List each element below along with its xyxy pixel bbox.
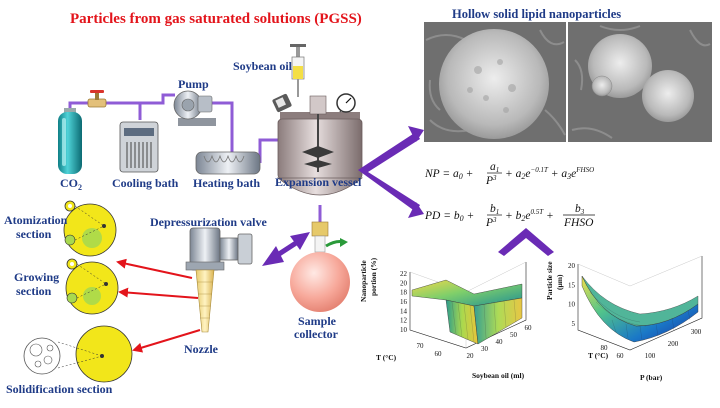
purple-v-arrow [498,228,554,256]
co2-cylinder [58,108,82,174]
plot-left-x-ticks: 20 30 40 50 60 [467,324,533,360]
sem-title: Hollow solid lipid nanoparticles [452,7,621,21]
svg-text:+ b2e0.5T +: + b2e0.5T + [505,208,554,223]
plot-left-ylabel-1: Nanoparticle [359,260,368,302]
pump [173,90,216,126]
plot-left-z-tick-2: 18 [400,289,408,297]
atomization-label-2: section [16,227,52,241]
equation-np: NP = a0 + a1 P3 + a2e−0.1T + a3eFHSO [424,161,594,187]
plot-left-z-tick-6: 10 [400,326,408,334]
depressurization-valve [185,227,253,271]
nozzle-label: Nozzle [184,342,219,356]
plot-right-t-ticks: 80 60 [601,344,625,360]
plot-left-z-tick-0: 22 [400,270,408,278]
pressure-gauge-icon [336,93,356,113]
plot-left-t-ticks: 70 60 [417,342,443,358]
plot-left-x-tick-4: 60 [525,324,533,332]
plot-left-t-tick-1: 60 [435,350,443,358]
plot-left-z-tick-4: 14 [400,307,408,315]
plot-left-z-tick-5: 12 [400,317,408,325]
growing-section [65,258,119,315]
plot-left-z-tick-3: 16 [400,298,408,306]
plot-right-x-tick-1: 200 [668,340,679,348]
plot-left-z-tick-1: 20 [400,279,408,287]
plot-right-z-tick-2: 10 [568,301,576,309]
svg-text:+ a2e−0.1T + a3eFHSO: + a2e−0.1T + a3eFHSO [505,166,594,181]
heating-bath-label: Heating bath [193,176,260,190]
inlet-valve [87,90,107,108]
atomization-label-1: Atomization [4,213,68,227]
equation-pd: PD = b0 + b1 P3 + b2e0.5T + b3 FHSO [424,203,595,229]
plot-left-t-tick-0: 70 [417,342,425,350]
svg-text:a1: a1 [490,161,499,174]
purple-chevron-arrow [358,126,424,218]
sem-image-right [568,22,712,142]
plot-left-tlabel: T (°C) [376,353,397,362]
plot-right-z-tick-0: 20 [568,262,576,270]
plot-left-x-tick-1: 30 [481,345,489,353]
svg-text:b3: b3 [575,203,585,216]
sample-collector-label-2: collector [294,327,339,341]
sample-collector-label-1: Sample [298,314,337,328]
cooling-bath [119,121,159,173]
svg-text:P3: P3 [485,216,497,229]
expansion-vessel-label: Expansion vessel [275,175,362,189]
plot-right-z-tick-3: 5 [572,320,576,328]
pump-label: Pump [178,77,209,91]
soybean-oil-label: Soybean oil [233,59,293,73]
plot-right-ylabel-2: (μm) [555,274,564,290]
svg-text:NP = a0 +: NP = a0 + [424,168,473,181]
red-arrows [116,258,201,353]
sample-collector [290,221,350,312]
plot-right-x-ticks: 100 200 300 [645,328,702,360]
plot-left-ylabel-2: portion (%) [369,257,378,296]
pipe-network [68,93,322,225]
plot-left-x-tick-2: 40 [496,338,504,346]
plot-right-tlabel: T (°C) [588,351,609,360]
svg-text:CO2: CO2 [60,176,82,192]
cooling-bath-label: Cooling bath [112,176,179,190]
atomization-section [63,200,117,257]
arrow-to-collector [262,232,310,266]
svg-text:FHSO: FHSO [563,217,594,229]
nozzle [195,269,215,333]
growing-label-1: Growing [14,270,59,284]
plot-right-z-tick-1: 15 [568,281,576,289]
page-title: Particles from gas saturated solutions (… [70,11,362,27]
soybean-oil-syringe [290,44,306,97]
sem-image-left [424,22,566,142]
plot-right-t-tick-0: 80 [601,344,609,352]
solidification-label: Solidification section [6,382,113,396]
plot-left-x-tick-3: 50 [510,331,518,339]
svg-text:b1: b1 [490,203,499,216]
svg-text:P3: P3 [485,174,497,187]
solidification-section [23,325,133,383]
heating-bath [195,151,261,175]
plot-right-xlabel: P (bar) [640,373,663,382]
plot-left-x-tick-0: 20 [467,352,475,360]
expansion-vessel [272,93,364,196]
plot-right-t-tick-1: 60 [617,352,625,360]
plot-right-z-ticks: 20 15 10 5 [568,262,576,328]
svg-text:PD = b0 +: PD = b0 + [424,210,474,223]
plot-right-ylabel-1: Particle size [545,261,554,300]
plot-right-x-tick-0: 100 [645,352,656,360]
co2-label: CO2 [60,176,82,192]
surface-plot-right: 20 15 10 5 100 200 300 80 60 [568,255,703,360]
plot-right-x-tick-2: 300 [691,328,702,336]
growing-label-2: section [16,284,52,298]
plot-left-xlabel: Soybean oil (ml) [472,371,525,380]
depressurization-valve-label: Depressurization valve [150,215,267,229]
